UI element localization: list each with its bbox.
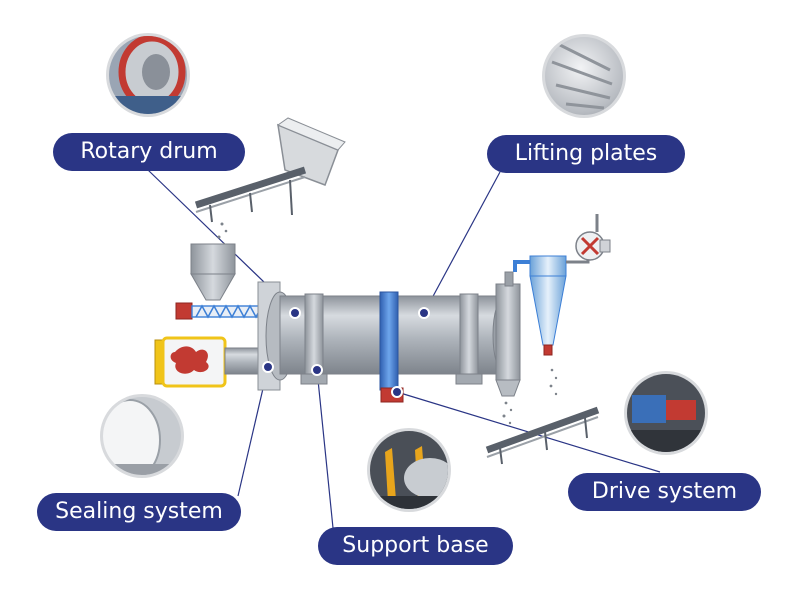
cyclone-separator	[513, 252, 590, 356]
label-support-base: Support base	[318, 527, 513, 565]
callout-dot-rotary-drum	[289, 307, 301, 319]
feed-conveyor	[194, 117, 346, 223]
leader-line-lifting-plates	[423, 171, 501, 314]
hot-air-furnace	[154, 336, 264, 388]
callout-dot-sealing-system	[262, 361, 274, 373]
discharge-hood	[495, 271, 521, 397]
screw-feeder	[175, 302, 271, 320]
label-lifting-plates: Lifting plates	[487, 135, 685, 173]
label-rotary-drum: Rotary drum	[53, 133, 245, 171]
inlet-hopper	[190, 243, 236, 301]
drum-body	[257, 281, 518, 403]
label-sealing-system: Sealing system	[37, 493, 241, 531]
rotary-drum-photo-icon	[106, 33, 190, 117]
support-base-photo-icon	[367, 428, 451, 512]
label-drive-system: Drive system	[568, 473, 761, 511]
callout-dot-support-base	[311, 364, 323, 376]
callout-dot-lifting-plates	[418, 307, 430, 319]
callout-dot-drive-system	[391, 386, 403, 398]
sealing-system-photo-icon	[100, 394, 184, 478]
callout-dots	[262, 307, 430, 398]
drive-system-photo-icon	[624, 371, 708, 455]
output-conveyor	[485, 406, 600, 465]
falling-material-bottom	[502, 368, 558, 425]
exhaust-fan	[575, 214, 611, 261]
lifting-plates-photo-icon	[542, 34, 626, 118]
leader-line-support-base	[316, 369, 334, 529]
